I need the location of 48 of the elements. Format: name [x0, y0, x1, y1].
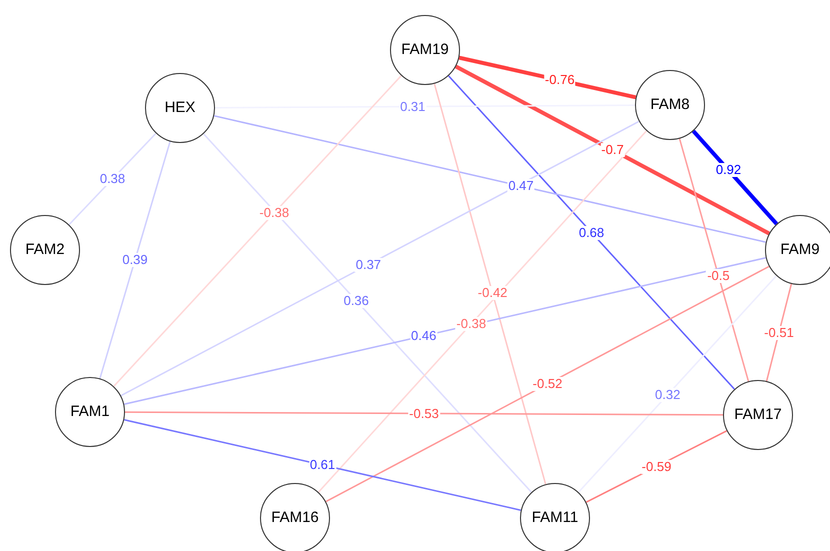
edge-label: -0.52 [532, 377, 564, 391]
edge-line [318, 130, 648, 493]
edge-label: -0.59 [640, 460, 672, 474]
node-label: FAM8 [650, 97, 690, 113]
edge-line [124, 419, 522, 511]
edge-line [124, 257, 766, 405]
edge-line [578, 275, 777, 493]
edge-line [203, 133, 532, 493]
node-label: FAM16 [271, 510, 319, 526]
edge-line [678, 138, 750, 382]
edge-label: -0.51 [763, 326, 795, 340]
edge-label: -0.76 [544, 73, 576, 88]
edge-label: -0.38 [258, 206, 290, 220]
edge-label: -0.38 [455, 316, 488, 331]
edge-label: 0.46 [410, 328, 438, 343]
edge-label: 0.32 [654, 388, 682, 402]
edge-line [215, 104, 635, 109]
edge-line [326, 266, 770, 502]
edge-label: 0.31 [399, 100, 426, 114]
edge-label: 0.68 [578, 226, 606, 240]
node-label: FAM11 [532, 510, 578, 526]
edge-label: 0.39 [121, 253, 149, 267]
edge-label: 0.61 [308, 458, 336, 472]
edge-label: -0.53 [408, 406, 440, 420]
edge-label: 0.47 [507, 179, 535, 194]
edge-label: 0.38 [98, 172, 126, 186]
node-label: HEX [164, 100, 196, 116]
edge-line [454, 64, 770, 236]
edge-line [125, 411, 723, 416]
edge-label: -0.5 [706, 268, 731, 282]
node-label: FAM17 [734, 407, 782, 423]
edge-line [766, 284, 792, 382]
edge-line [434, 84, 546, 484]
edge-line [214, 115, 766, 243]
edge-label: 0.37 [354, 258, 382, 272]
edge-label: 0.36 [342, 294, 370, 308]
edge-line [99, 141, 171, 379]
edge-line [448, 75, 735, 390]
node-label: FAM19 [401, 42, 449, 58]
edge-line [692, 130, 778, 226]
node-label: FAM1 [70, 404, 110, 420]
node-label: FAM2 [25, 242, 65, 258]
edge-line [113, 75, 402, 387]
edge-label: -0.7 [600, 143, 625, 157]
node-label: FAM9 [780, 242, 820, 258]
edge-label: 0.92 [714, 163, 742, 178]
edge-line [120, 120, 640, 396]
edge-label: -0.42 [476, 286, 508, 300]
